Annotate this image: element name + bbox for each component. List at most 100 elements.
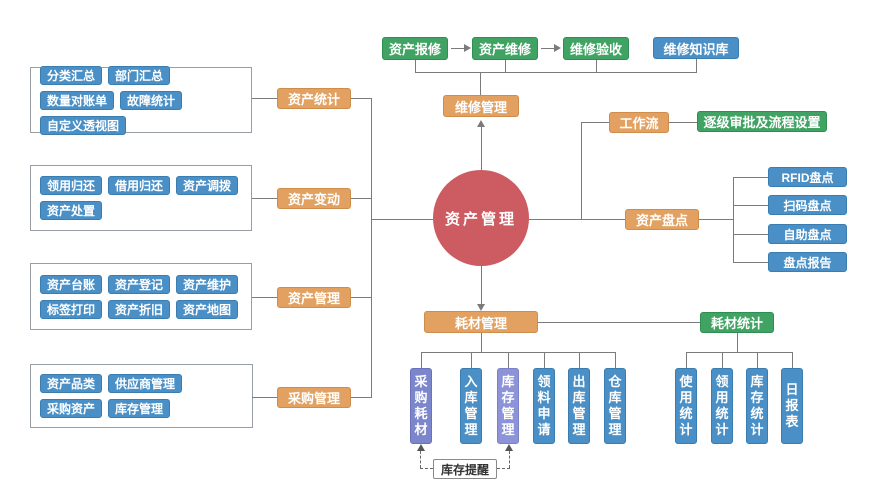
connector-line [615, 352, 616, 368]
leaf-node: 故障统计 [120, 90, 183, 110]
connector-line [669, 122, 697, 123]
group-asset-statistics: 分类汇总 部门汇总 数量对账单 故障统计 自定义透视图 [30, 65, 252, 135]
dashed-connector-line [420, 468, 433, 469]
arrow-up-icon [505, 444, 513, 451]
connector-line [421, 352, 422, 368]
connector-line [733, 177, 734, 262]
connector-line [733, 177, 768, 178]
connector-line [451, 48, 465, 49]
branch-stocktake: 资产盘点 [625, 209, 699, 230]
connector-line [252, 198, 277, 199]
leaf-node: 分类汇总 [40, 65, 103, 85]
connector-line [481, 333, 482, 352]
connector-line [757, 352, 758, 368]
leaf-node: 资产台账 [40, 274, 103, 294]
leaf-node: 资产地图 [176, 299, 239, 319]
leaf-node: 资产折旧 [108, 299, 171, 319]
dashed-connector-line [420, 451, 421, 468]
connector-line [529, 219, 625, 220]
connector-line [252, 397, 277, 398]
leaf-node: 部门汇总 [108, 65, 171, 85]
node-daily-report: 日报表 [781, 368, 803, 444]
branch-purchase-management: 采购管理 [277, 387, 351, 408]
node-center: 资产管理 [433, 170, 529, 266]
arrow-right-icon [464, 44, 471, 52]
connector-line [696, 59, 697, 72]
connector-line [415, 60, 416, 72]
node-stock-statistics: 库存统计 [746, 368, 768, 444]
branch-asset-change: 资产变动 [277, 188, 351, 209]
leaf-node: 采购资产 [40, 399, 103, 418]
connector-line [686, 352, 792, 353]
connector-line [505, 60, 506, 72]
connector-line [581, 122, 609, 123]
connector-line [579, 352, 580, 368]
group-purchase-management: 资产品类 供应商管理 采购资产 库存管理 [30, 364, 253, 428]
branch-workflow: 工作流 [609, 112, 669, 133]
leaf-node: 资产调拨 [176, 176, 239, 195]
connector-line [252, 98, 277, 99]
connector-line [415, 72, 697, 73]
connector-line [733, 262, 768, 263]
node-repair-report: 资产报修 [382, 37, 448, 60]
node-usage-statistics: 使用统计 [675, 368, 697, 444]
arrow-up-icon [417, 444, 425, 451]
branch-asset-management: 资产管理 [277, 287, 351, 308]
leaf-node: 领用归还 [40, 176, 103, 195]
connector-line [508, 352, 509, 368]
connector-line [733, 234, 768, 235]
node-warehouse-management: 仓库管理 [604, 368, 626, 444]
connector-line [722, 352, 723, 368]
connector-line [544, 352, 545, 368]
node-scan-stocktake: 扫码盘点 [768, 195, 847, 215]
branch-consumable-statistics: 耗材统计 [700, 312, 774, 333]
node-stock-management: 库存管理 [497, 368, 519, 444]
node-purchase-consumables: 采购耗材 [410, 368, 432, 444]
connector-line [371, 98, 372, 398]
connector-line [596, 60, 597, 72]
node-self-stocktake: 自助盘点 [768, 224, 847, 244]
connector-line [351, 198, 371, 199]
connector-line [421, 352, 616, 353]
connector-line [351, 397, 371, 398]
node-repair-knowledge-base: 维修知识库 [653, 37, 739, 59]
leaf-node: 资产品类 [40, 374, 103, 393]
leaf-node: 借用归还 [108, 176, 171, 195]
dashed-connector-line [509, 451, 510, 468]
branch-consumable-management: 耗材管理 [424, 311, 538, 333]
leaf-node: 资产维护 [176, 274, 239, 294]
connector-line [371, 219, 433, 220]
connector-line [538, 322, 700, 323]
leaf-node: 自定义透视图 [40, 115, 127, 135]
group-asset-change: 领用归还 借用归还 资产调拨 资产处置 [30, 165, 252, 231]
branch-asset-statistics: 资产统计 [277, 88, 351, 109]
group-asset-management: 资产台账 资产登记 资产维护 标签打印 资产折旧 资产地图 [30, 263, 252, 330]
node-stocktake-report: 盘点报告 [768, 252, 847, 272]
branch-maintenance: 维修管理 [443, 95, 519, 117]
node-outbound-management: 出库管理 [568, 368, 590, 444]
node-approval-flow-settings: 逐级审批及流程设置 [697, 111, 827, 132]
leaf-node: 供应商管理 [108, 374, 183, 393]
connector-line [792, 352, 793, 368]
node-inbound-management: 入库管理 [460, 368, 482, 444]
connector-line [480, 72, 481, 95]
arrow-up-icon [477, 120, 485, 127]
arrow-right-icon [554, 44, 561, 52]
connector-line [471, 352, 472, 368]
connector-line [252, 297, 277, 298]
node-repair-accept: 维修验收 [563, 37, 629, 60]
connector-line [686, 352, 687, 368]
connector-line [737, 333, 738, 352]
connector-line [581, 122, 582, 219]
node-repair-process: 资产维修 [472, 37, 538, 60]
connector-line [481, 266, 482, 305]
connector-line [699, 219, 733, 220]
leaf-node: 数量对账单 [40, 90, 115, 110]
connector-line [733, 205, 768, 206]
leaf-node: 库存管理 [108, 399, 171, 418]
connector-line [541, 48, 555, 49]
dashed-connector-line [497, 468, 510, 469]
connector-line [351, 98, 371, 99]
leaf-node: 资产处置 [40, 201, 103, 220]
